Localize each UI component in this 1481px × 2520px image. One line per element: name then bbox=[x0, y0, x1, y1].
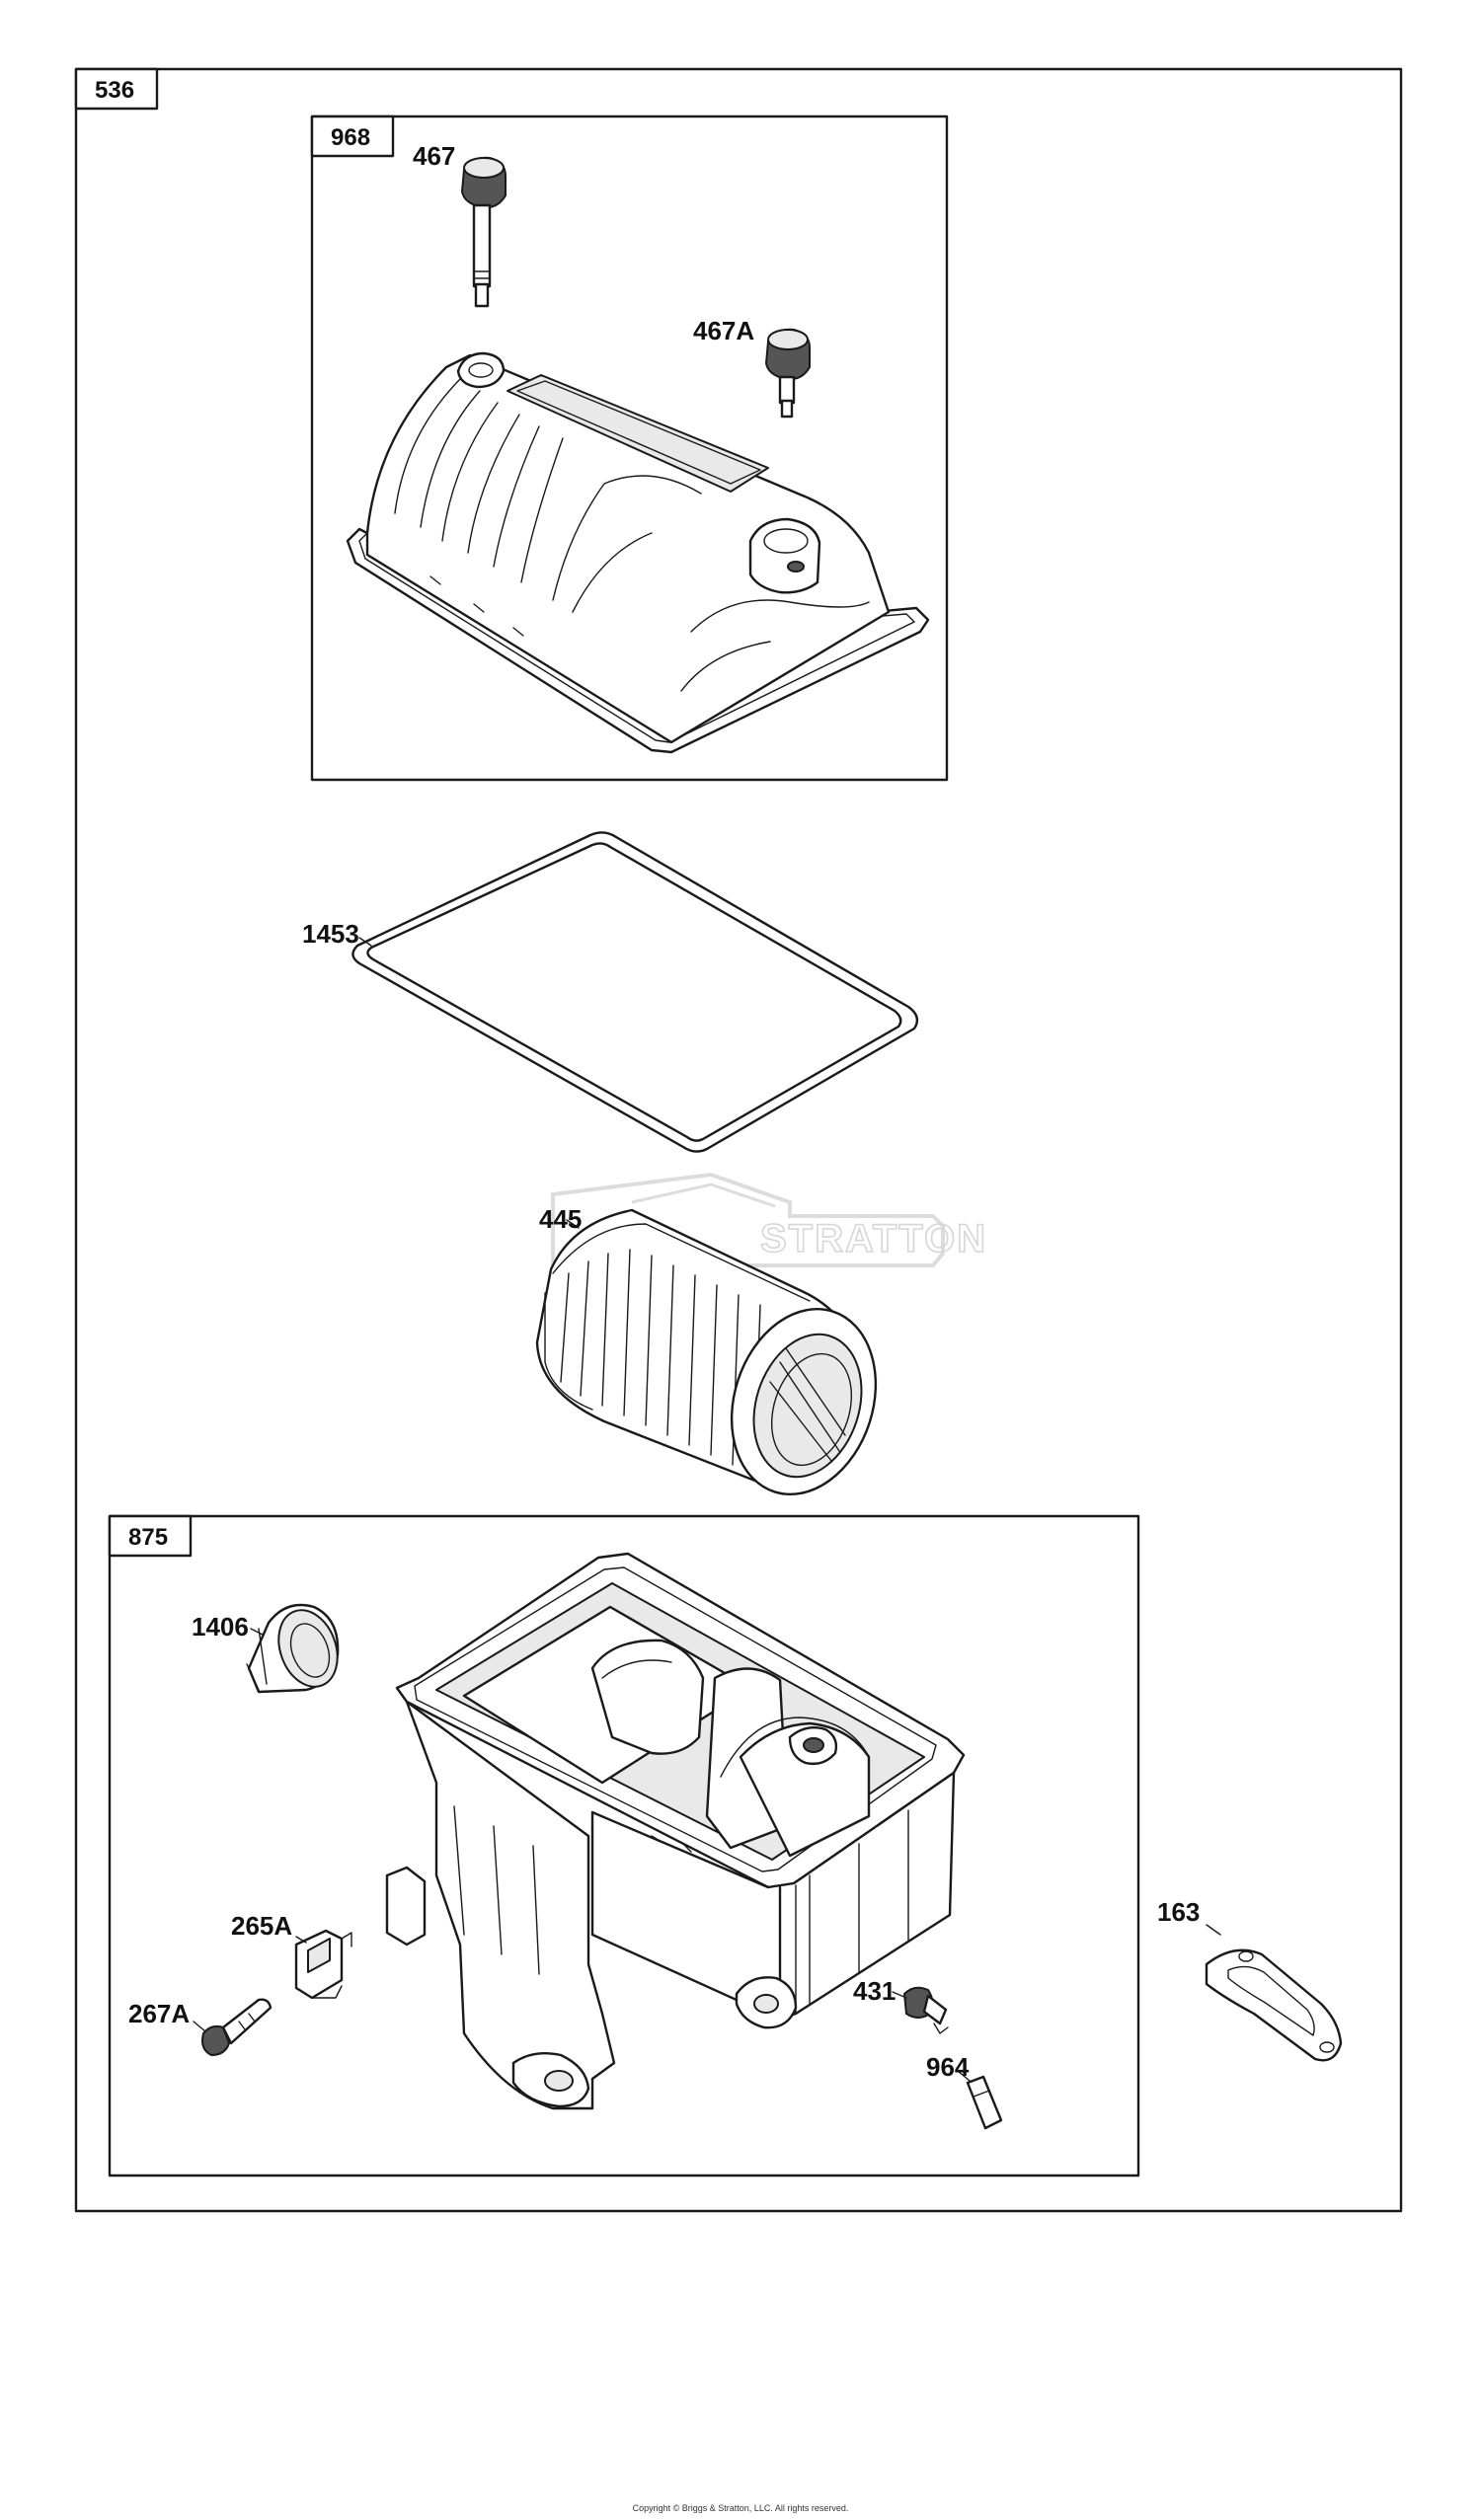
fitting-431[interactable] bbox=[902, 1986, 949, 2034]
air-filter-445[interactable] bbox=[535, 1208, 898, 1513]
label-467: 467 bbox=[413, 141, 455, 171]
brand-watermark: STRATTON bbox=[551, 1172, 987, 1267]
assembly-tag-536[interactable]: 536 bbox=[95, 77, 134, 104]
assembly-frame-536: 536 bbox=[74, 67, 1403, 2213]
watermark-text: STRATTON bbox=[760, 1217, 987, 1260]
knob-bolt-467[interactable] bbox=[460, 156, 507, 308]
label-1453: 1453 bbox=[302, 919, 359, 949]
label-1406: 1406 bbox=[192, 1612, 249, 1642]
clip-265a[interactable] bbox=[294, 1929, 352, 2000]
assembly-tag-875[interactable]: 875 bbox=[128, 1524, 168, 1551]
label-163: 163 bbox=[1157, 1897, 1200, 1927]
assembly-frame-968: 968 bbox=[310, 115, 949, 782]
label-267a: 267A bbox=[128, 1999, 190, 2028]
label-445: 445 bbox=[539, 1204, 582, 1234]
label-467a: 467A bbox=[693, 316, 754, 345]
assembly-tag-968[interactable]: 968 bbox=[331, 124, 370, 151]
gasket-1453[interactable] bbox=[351, 831, 919, 1153]
air-cleaner-cover[interactable] bbox=[346, 351, 930, 754]
knob-bolt-467a[interactable] bbox=[764, 328, 811, 419]
bolt-267a[interactable] bbox=[201, 1998, 273, 2057]
label-964: 964 bbox=[926, 2052, 970, 2082]
assembly-frame-875: 875 bbox=[108, 1514, 1140, 2177]
elbow-seal-1406[interactable] bbox=[246, 1602, 348, 1695]
gasket-163[interactable] bbox=[1205, 1948, 1343, 2062]
air-cleaner-base[interactable] bbox=[385, 1552, 966, 2110]
label-431: 431 bbox=[853, 1976, 896, 2006]
label-265a: 265A bbox=[231, 1911, 292, 1941]
hose-964[interactable] bbox=[966, 2075, 1003, 2130]
copyright-notice: Copyright © Briggs & Stratton, LLC. All … bbox=[632, 2503, 849, 2513]
